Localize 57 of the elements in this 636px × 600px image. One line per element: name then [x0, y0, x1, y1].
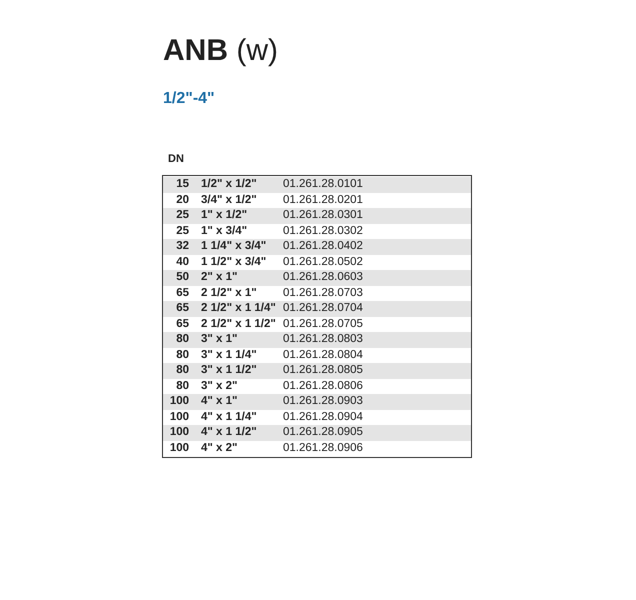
size-range: 1/2"-4": [163, 90, 215, 108]
table-cell: 01.261.28.0803: [283, 333, 363, 345]
table-cell: 100: [170, 410, 189, 422]
table-cell: 2 1/2" x 1 1/2": [201, 318, 276, 330]
title: ANB (w): [163, 34, 278, 67]
table-cell: 1 1/2" x 3/4": [201, 256, 266, 268]
table-cell: 25: [176, 209, 189, 221]
table-cell: 80: [176, 380, 189, 392]
table-cell: 1" x 1/2": [201, 209, 248, 221]
table-cell: 01.261.28.0101: [283, 178, 363, 190]
table-cell: 01.261.28.0903: [283, 395, 363, 407]
table-cell: 01.261.28.0703: [283, 286, 363, 298]
table-cell: 100: [170, 426, 189, 438]
table-cell: 32: [176, 240, 189, 252]
table-cell: 01.261.28.0402: [283, 240, 363, 252]
table-cell: 1 1/4" x 3/4": [201, 240, 266, 252]
table-cell: 3" x 1 1/4": [201, 348, 257, 360]
table-cell: 4" x 2": [201, 442, 238, 454]
table-cell: 100: [170, 395, 189, 407]
table-cell: 2" x 1": [201, 271, 238, 283]
table-cell: 80: [176, 348, 189, 360]
table-cell: 01.261.28.0705: [283, 318, 363, 330]
table-cell: 4" x 1 1/2": [201, 426, 257, 438]
table-cell: 65: [176, 302, 189, 314]
table-cell: 40: [176, 256, 189, 268]
table-cell: 65: [176, 318, 189, 330]
table-cell: 15: [176, 178, 189, 190]
table-cell: 80: [176, 364, 189, 376]
table-cell: 01.261.28.0806: [283, 380, 363, 392]
table-cell: 01.261.28.0805: [283, 364, 363, 376]
table-cell: 01.261.28.0804: [283, 348, 363, 360]
table-cell: 50: [176, 271, 189, 283]
table-cell: 3" x 1 1/2": [201, 364, 257, 376]
table-cell: 20: [176, 194, 189, 206]
table-cell: 01.261.28.0302: [283, 224, 363, 236]
table-cell: 01.261.28.0201: [283, 194, 363, 206]
table-cell: 01.261.28.0603: [283, 271, 363, 283]
table-cell: 65: [176, 286, 189, 298]
table-cell: 100: [170, 442, 189, 454]
table-cell: 3/4" x 1/2": [201, 194, 257, 206]
table-cell: 4" x 1 1/4": [201, 410, 257, 422]
table-cell: 2 1/2" x 1 1/4": [201, 302, 276, 314]
table-cell: 01.261.28.0905: [283, 426, 363, 438]
table-cell: 2 1/2" x 1": [201, 286, 257, 298]
table-cell: 1" x 3/4": [201, 224, 248, 236]
table-cell: 4" x 1": [201, 395, 238, 407]
table-cell: 01.261.28.0502: [283, 256, 363, 268]
column-header: DN: [168, 153, 184, 165]
table-cell: 3" x 1": [201, 333, 238, 345]
table-cell: 01.261.28.0301: [283, 209, 363, 221]
table-cell: 01.261.28.0904: [283, 410, 363, 422]
table-cell: 3" x 2": [201, 380, 238, 392]
table-cell: 01.261.28.0704: [283, 302, 363, 314]
table-cell: 80: [176, 333, 189, 345]
table-cell: 01.261.28.0906: [283, 442, 363, 454]
table-cell: 25: [176, 224, 189, 236]
table-cell: 1/2" x 1/2": [201, 178, 257, 190]
